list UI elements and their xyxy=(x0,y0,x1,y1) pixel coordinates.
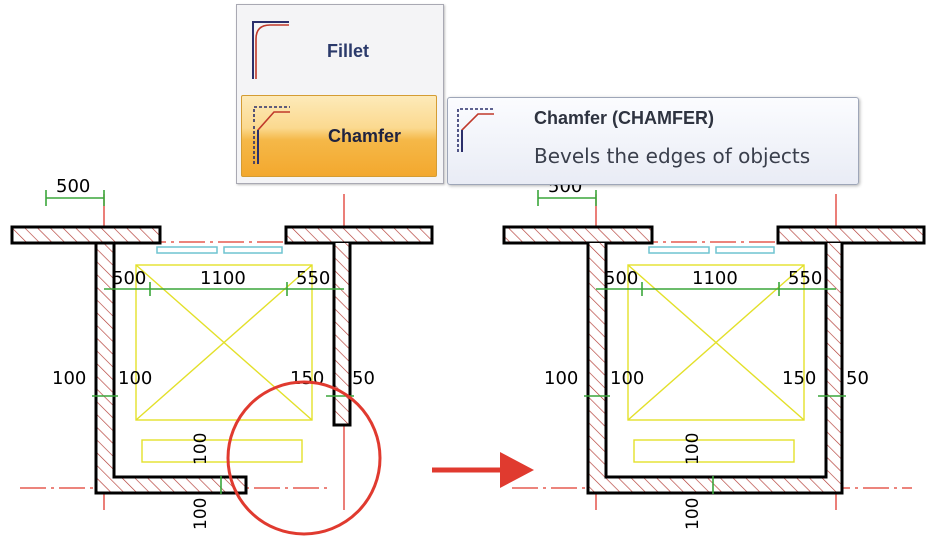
tooltip-title: Chamfer (CHAMFER) xyxy=(534,108,714,128)
dim-wall-right-outer-after: 50 xyxy=(846,368,869,389)
dim-wall-left-outer-after: 100 xyxy=(544,368,578,389)
dim-bottom-vertical-after: 100 xyxy=(683,498,703,530)
chamfer-icon xyxy=(253,106,290,164)
wall-top-right xyxy=(284,225,434,245)
dim-top: 500 xyxy=(56,176,90,197)
wall-top-right-after xyxy=(776,225,926,245)
transition-arrow xyxy=(432,452,534,488)
wall-left-after xyxy=(588,243,606,479)
menu-item-fillet-label: Fillet xyxy=(327,41,370,61)
wall-right-after xyxy=(826,243,842,479)
wall-top-left xyxy=(10,225,162,245)
dim-center: 1100 xyxy=(200,268,246,289)
menu-item-chamfer-label: Chamfer xyxy=(328,126,402,146)
window-after xyxy=(648,246,775,254)
drawing-before: 500 500 1100 550 100 100 150 50 100 100 xyxy=(10,176,434,536)
drawing-after: 500 500 1100 550 100 100 150 50 100 100 xyxy=(502,176,926,530)
dim-right-inner-after: 550 xyxy=(788,268,822,289)
dim-right-inner: 550 xyxy=(296,268,330,289)
wall-right xyxy=(334,243,350,425)
elevator-car xyxy=(135,264,313,463)
dim-bottom-vertical-mid: 100 xyxy=(191,433,211,465)
fillet-chamfer-dropdown: Fillet Chamfer xyxy=(236,4,444,184)
tooltip-description: Bevels the edges of objects xyxy=(534,144,811,168)
dim-wall-left-outer: 100 xyxy=(52,368,86,389)
wall-bottom xyxy=(96,477,246,493)
dim-bottom-vertical-mid-after: 100 xyxy=(683,433,703,465)
window xyxy=(156,246,283,254)
menu-item-chamfer[interactable]: Chamfer xyxy=(241,95,437,177)
wall-bottom-after xyxy=(588,477,842,493)
wall-outline-right xyxy=(332,243,352,427)
highlight-circle xyxy=(226,380,382,536)
dim-wall-right-inner: 150 xyxy=(290,368,324,389)
elevator-car-after xyxy=(627,264,805,463)
dim-center-after: 1100 xyxy=(692,268,738,289)
chamfer-icon xyxy=(457,108,494,152)
dim-left-inner-after: 500 xyxy=(604,268,638,289)
fillet-icon xyxy=(252,21,289,79)
dim-wall-left-inner: 100 xyxy=(118,368,152,389)
wall-left xyxy=(96,243,114,479)
dimension-labels-after: 500 500 1100 550 100 100 150 50 100 100 xyxy=(544,176,869,530)
wall-outline-left xyxy=(94,241,248,495)
dim-bottom-vertical: 100 xyxy=(191,498,211,530)
dim-wall-left-inner-after: 100 xyxy=(610,368,644,389)
dimension-lines-after xyxy=(537,190,846,494)
dim-wall-right-outer: 50 xyxy=(352,368,375,389)
dim-left-inner: 500 xyxy=(112,268,146,289)
menu-item-fillet[interactable]: Fillet xyxy=(241,11,437,93)
dim-wall-right-inner-after: 150 xyxy=(782,368,816,389)
wall-outline-after xyxy=(586,243,844,495)
chamfer-tooltip: Chamfer (CHAMFER) Bevels the edges of ob… xyxy=(447,97,859,185)
wall-top-left-after xyxy=(502,225,654,245)
dimension-labels: 500 500 1100 550 100 100 150 50 100 100 xyxy=(52,176,375,530)
